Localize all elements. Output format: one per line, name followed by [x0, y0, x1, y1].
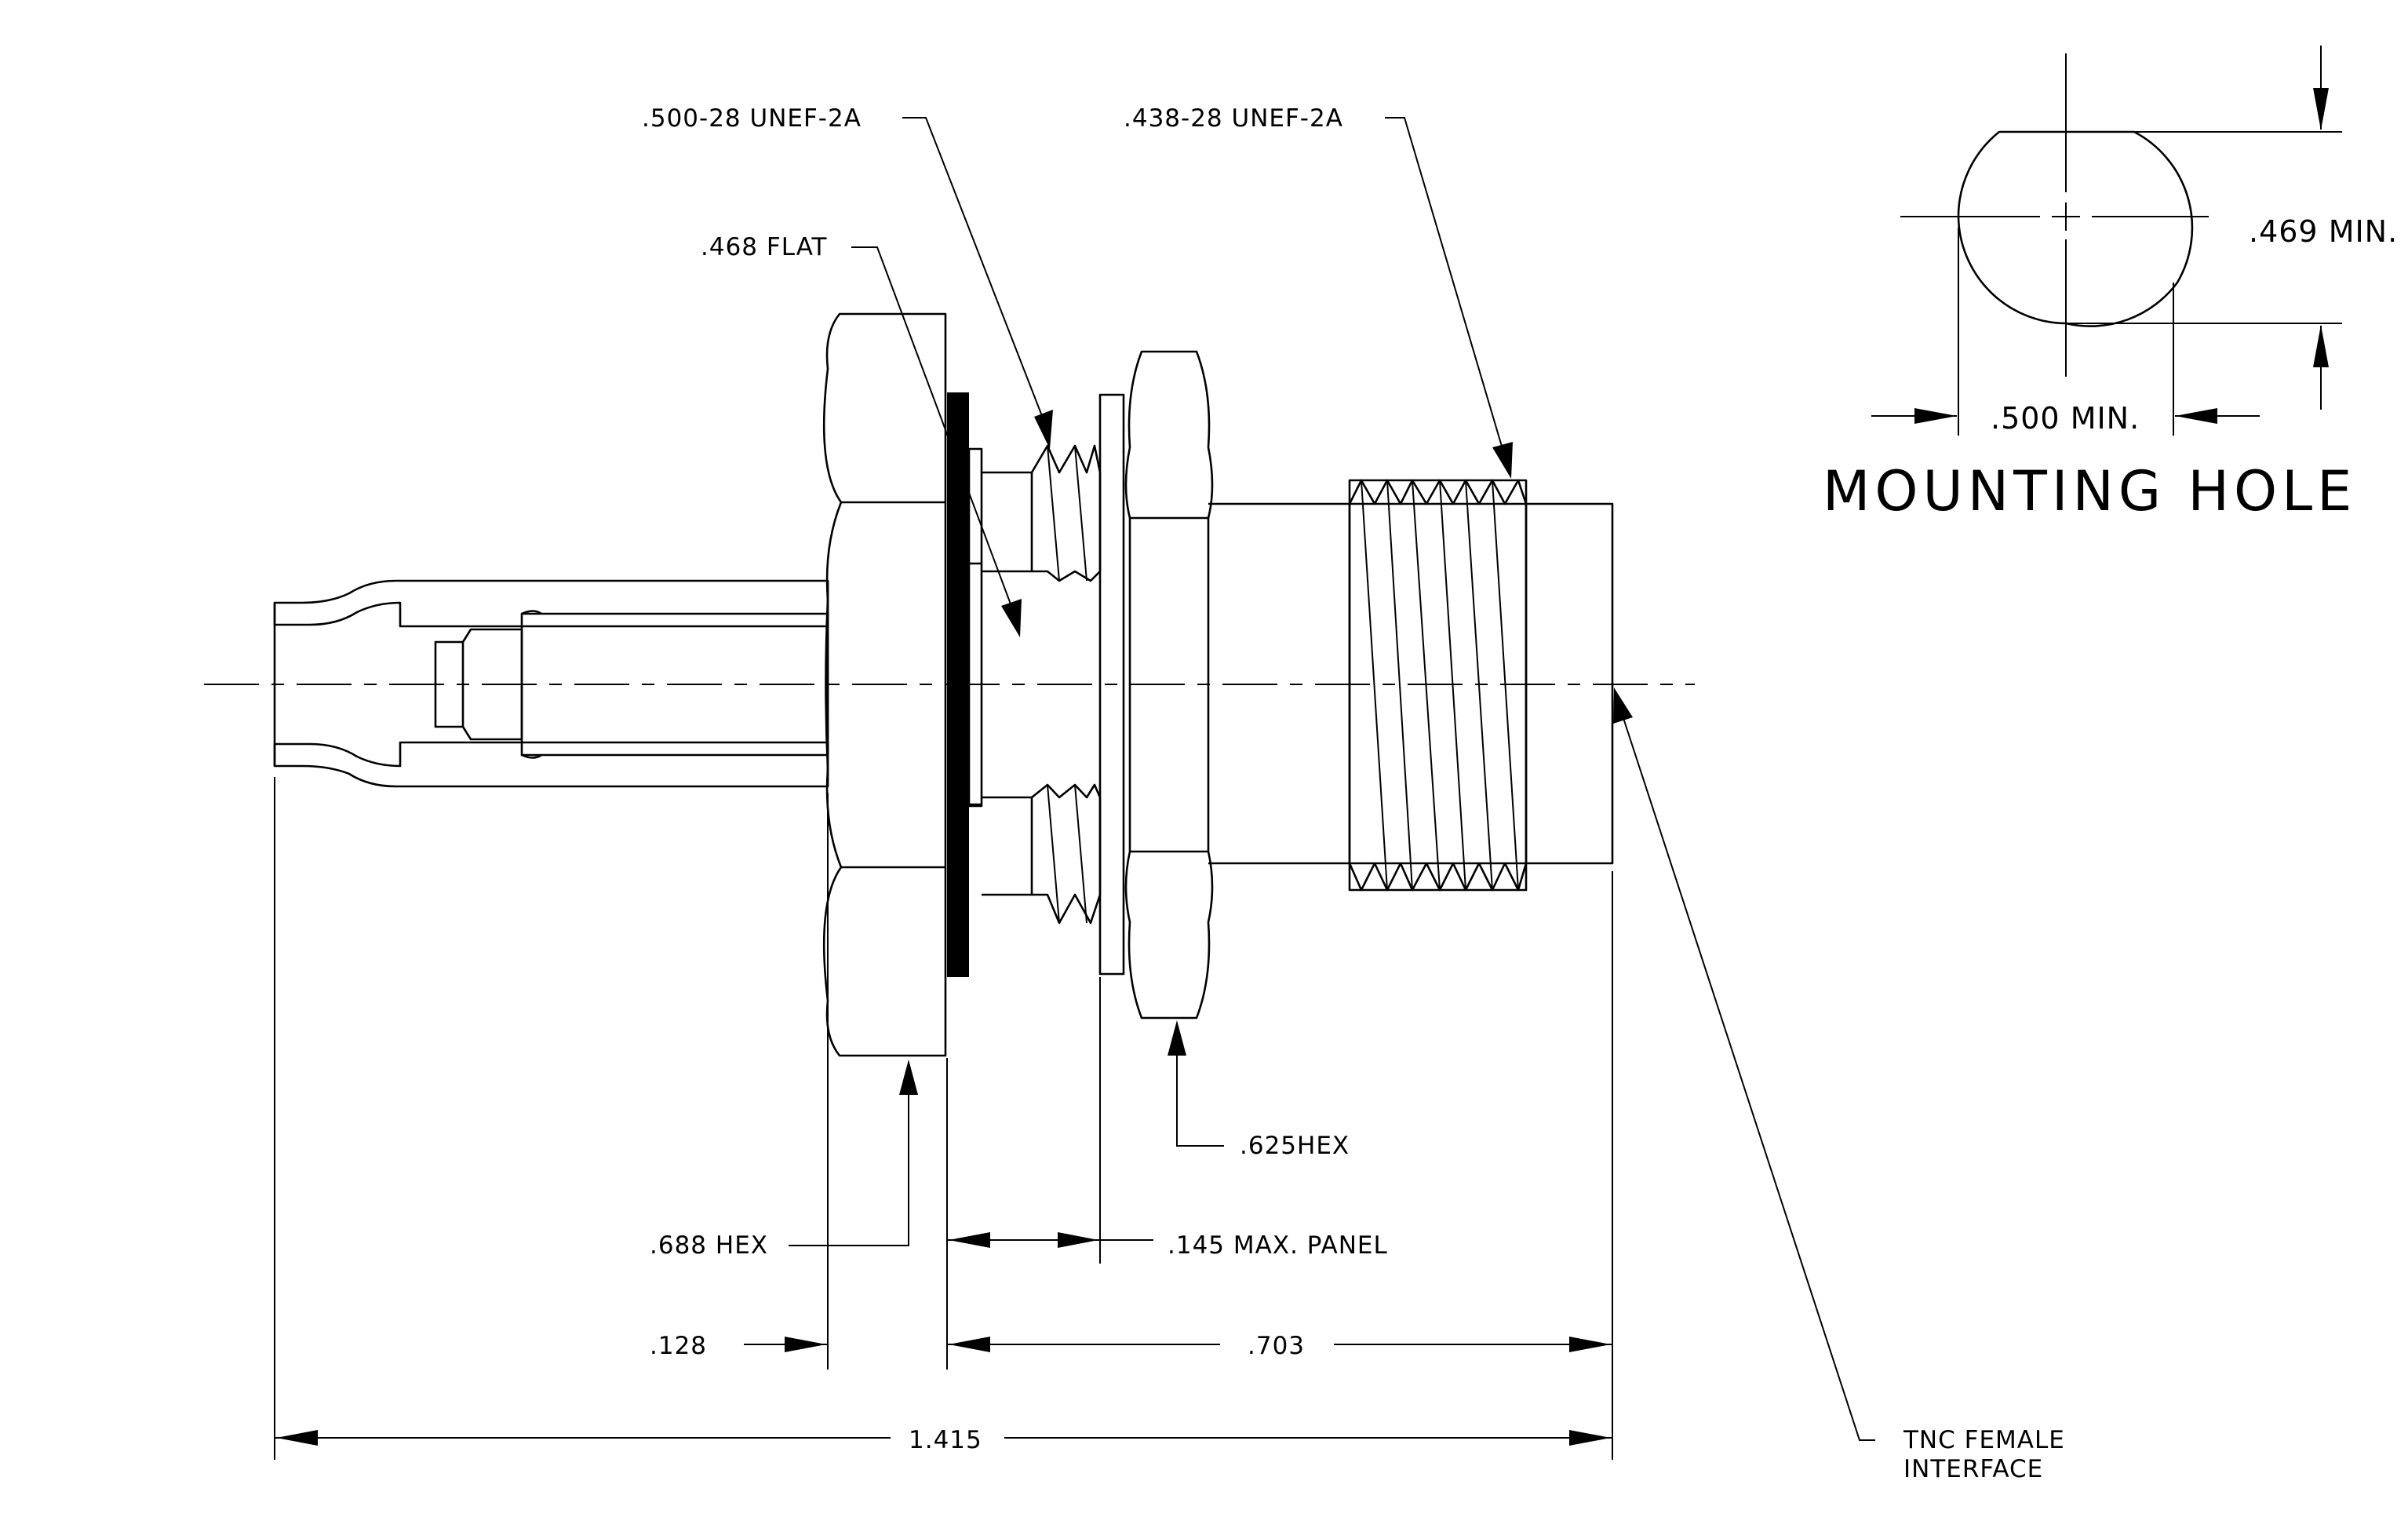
dim-703-label: .703	[1248, 1332, 1305, 1360]
gasket-ring	[967, 447, 983, 808]
mounting-hole-title: MOUNTING HOLE	[1823, 459, 2356, 523]
interface-label-line1: TNC FEMALE	[1903, 1426, 2065, 1454]
mounting-hole-detail: .469 MIN. .500 MIN. MOUNTING HOLE	[1823, 46, 2398, 523]
callout-max-panel-145: .145 MAX. PANEL	[947, 1231, 1388, 1260]
max-panel-145-label: .145 MAX. PANEL	[1168, 1231, 1388, 1260]
dim-500-label: .500 MIN.	[1991, 401, 2140, 436]
interface-label-line2: INTERFACE	[1903, 1455, 2043, 1483]
extension-lines	[274, 777, 1613, 1460]
dimension-128: .128	[650, 1332, 828, 1360]
flat-468-label: .468 FLAT	[701, 233, 827, 261]
thread-500-label: .500-28 UNEF-2A	[642, 104, 862, 133]
hex-nut-625	[1124, 350, 1214, 1019]
dimension-1415: 1.415	[275, 1426, 1612, 1454]
dim-128-label: .128	[650, 1332, 707, 1360]
callout-hex-625: .625HEX	[1168, 1020, 1350, 1160]
interface-body	[1208, 479, 1614, 892]
body-hex-688	[822, 312, 947, 1057]
hex-625-label: .625HEX	[1240, 1132, 1350, 1160]
callout-thread-438: .438-28 UNEF-2A	[1124, 104, 1513, 479]
crimp-sleeve	[273, 579, 829, 788]
panel-gasket	[947, 392, 969, 977]
callout-thread-500: .500-28 UNEF-2A	[642, 104, 1053, 449]
hex-688-label: .688 HEX	[650, 1231, 768, 1260]
thread-438-label: .438-28 UNEF-2A	[1124, 104, 1343, 133]
dim-1415-label: 1.415	[909, 1426, 982, 1454]
panel-washer	[1098, 393, 1125, 976]
dimension-703: .703	[947, 1332, 1612, 1360]
callout-hex-688: .688 HEX	[650, 1060, 918, 1260]
callout-tnc-interface: TNC FEMALE INTERFACE	[1613, 688, 2065, 1483]
dim-469-label: .469 MIN.	[2249, 214, 2398, 249]
callout-flat-468: .468 FLAT	[701, 233, 1022, 637]
mounting-hole-outline	[1957, 130, 2194, 327]
